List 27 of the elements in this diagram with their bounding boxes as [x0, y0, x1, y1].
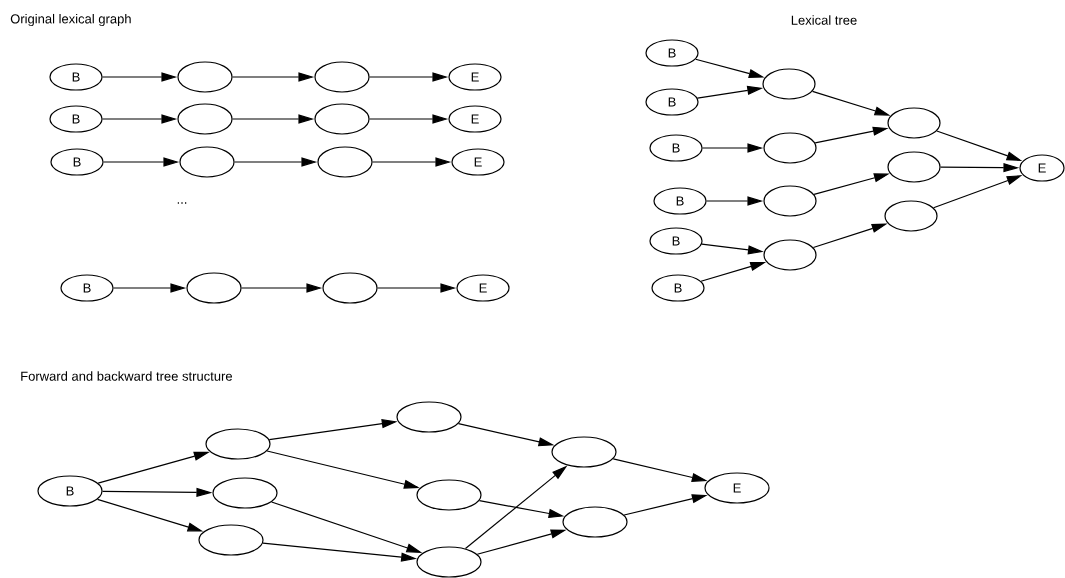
empty-ellipse: [416, 479, 482, 511]
empty-ellipse: [317, 146, 373, 178]
heading: Forward and backward tree structure: [21, 371, 232, 381]
empty-ellipse: [186, 272, 242, 304]
empty-ellipse: [416, 546, 482, 578]
empty-ellipse: [396, 401, 462, 433]
empty-ellipse: [884, 200, 938, 232]
empty-ellipse: [763, 185, 817, 217]
empty-ellipse: [562, 506, 628, 538]
heading: Original lexical graph: [10, 13, 131, 27]
empty-ellipse: [314, 61, 370, 93]
empty-ellipse: [212, 477, 278, 509]
empty-ellipse: [762, 68, 816, 100]
empty-ellipse: [322, 272, 378, 304]
empty-ellipse: [179, 146, 235, 178]
heading: ...: [177, 202, 187, 204]
empty-ellipse: [763, 239, 817, 271]
empty-ellipse: [198, 524, 264, 556]
heading: Lexical tree: [791, 15, 857, 25]
empty-ellipse: [205, 428, 271, 460]
empty-ellipse: [177, 103, 233, 135]
empty-ellipse: [887, 107, 941, 139]
empty-ellipse: [314, 103, 370, 135]
empty-ellipse: [551, 436, 617, 468]
empty-ellipse: [763, 132, 817, 164]
empty-ellipse: [177, 61, 233, 93]
empty-ellipse: [887, 151, 941, 183]
